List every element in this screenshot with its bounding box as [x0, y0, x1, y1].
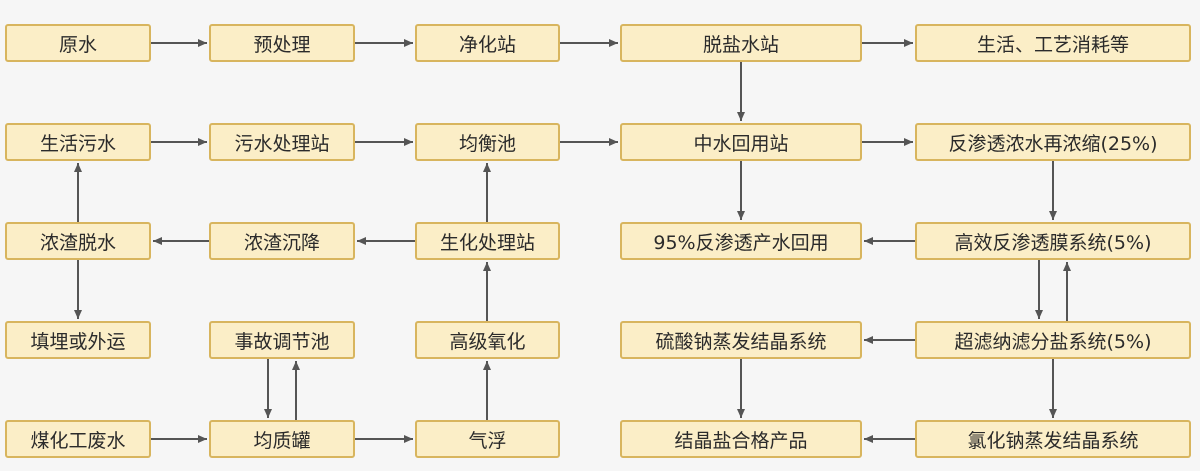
node-shenghuo-gongyi: 生活、工艺消耗等 [915, 24, 1191, 62]
node-wushuichulizhan: 污水处理站 [209, 123, 355, 161]
node-shiguchi: 事故调节池 [209, 321, 355, 359]
node-junhengchi: 均衡池 [415, 123, 560, 161]
node-lvhuana-zhengfa: 氯化钠蒸发结晶系统 [915, 420, 1191, 458]
node-jiejingyan-chanpin: 结晶盐合格产品 [620, 420, 862, 458]
node-nongzhachenjiang: 浓渣沉降 [209, 222, 355, 260]
node-tianmai-waiyun: 填埋或外运 [5, 321, 151, 359]
node-qifu: 气浮 [415, 420, 560, 458]
node-gaoxiao-fanshentou: 高效反渗透膜系统(5%) [915, 222, 1191, 260]
node-chaolv-fenyan: 超滤纳滤分盐系统(5%) [915, 321, 1191, 359]
node-yuanshui: 原水 [5, 24, 151, 62]
node-junzhiguan: 均质罐 [209, 420, 355, 458]
node-yuchuli: 预处理 [209, 24, 355, 62]
node-chanshui-huiyong: 95%反渗透产水回用 [620, 222, 862, 260]
node-meihua-feishui: 煤化工废水 [5, 420, 151, 458]
node-nongzhatuoshui: 浓渣脱水 [5, 222, 151, 260]
node-tuoyanshuizhan: 脱盐水站 [620, 24, 862, 62]
node-liusuanna-zhengfa: 硫酸钠蒸发结晶系统 [620, 321, 862, 359]
node-shenghuachulizhan: 生化处理站 [415, 222, 560, 260]
node-jinghuazhan: 净化站 [415, 24, 560, 62]
node-fanshentou-zaizhongsuo: 反渗透浓水再浓缩(25%) [915, 123, 1191, 161]
node-gaojiyanghua: 高级氧化 [415, 321, 560, 359]
node-shenghuowushui: 生活污水 [5, 123, 151, 161]
node-zhongshuihuiyongzhan: 中水回用站 [620, 123, 862, 161]
